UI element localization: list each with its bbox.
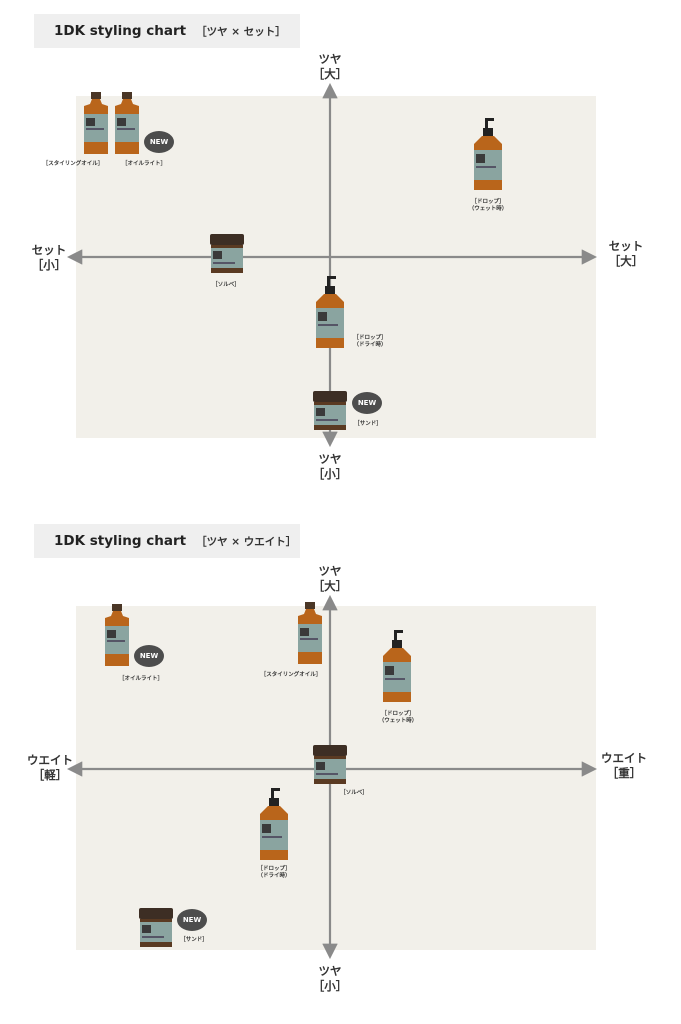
axis-label-left: セット［小］ <box>31 243 67 272</box>
product-solve <box>209 234 245 274</box>
product-label-sand: ［サンド］ <box>354 421 382 427</box>
product-label-solve: ［ソルベ］ <box>340 790 368 796</box>
product-label-styling-oil: ［スタイリングオイル］ <box>260 672 322 678</box>
chart-panel-2: 1DK styling chart ［ツヤ × ウエイト］ ツヤ［大］ ツヤ［小… <box>0 512 681 1024</box>
product-label-solve: ［ソルベ］ <box>212 282 240 288</box>
product-label-styling-oil: ［スタイリングオイル］ <box>42 161 104 167</box>
chart-title-box: 1DK styling chart ［ツヤ × セット］ <box>34 14 300 48</box>
product-drop-wet <box>381 630 413 704</box>
pump-bottle-icon <box>316 276 344 348</box>
product-drop-wet <box>472 118 504 192</box>
product-drop-dry <box>314 276 346 350</box>
new-badge: NEW <box>352 392 382 414</box>
product-label-drop-dry: ［ドロップ］（ドライ時） <box>353 335 387 348</box>
new-badge: NEW <box>177 909 207 931</box>
product-label-drop-wet: ［ドロップ］（ウェット時） <box>468 199 508 212</box>
product-label-oil-light: ［オイルライト］ <box>118 676 163 682</box>
axis-label-top: ツヤ［大］ <box>312 564 348 593</box>
axis-label-right: セット［大］ <box>608 239 644 268</box>
axis-label-right: ウエイト［重］ <box>601 751 647 780</box>
chart-title-box: 1DK styling chart ［ツヤ × ウエイト］ <box>34 524 300 558</box>
pump-bottle-icon <box>474 118 502 190</box>
oil-bottle-icon <box>84 92 108 154</box>
chart-panel-1: 1DK styling chart ［ツヤ × セット］ ツヤ［大］ ツヤ［小］… <box>31 14 644 481</box>
chart-subtitle: ［ツヤ × ウエイト］ <box>196 535 297 548</box>
new-badge: NEW <box>134 645 164 667</box>
product-sand <box>138 908 174 948</box>
chart-title: 1DK styling chart <box>54 533 187 549</box>
axis-label-bottom: ツヤ［小］ <box>312 964 348 993</box>
jar-icon <box>313 391 347 430</box>
axis-label-left: ウエイト［軽］ <box>27 753 73 782</box>
jar-icon <box>139 908 173 947</box>
product-label-oil-light: ［オイルライト］ <box>121 161 166 167</box>
product-styling-oil <box>296 602 324 666</box>
product-oil-light <box>113 92 141 156</box>
oil-bottle-icon <box>298 602 322 664</box>
oil-bottle-icon <box>115 92 139 154</box>
product-styling-oil <box>82 92 110 156</box>
product-label-sand: ［サンド］ <box>180 937 208 943</box>
axis-label-bottom: ツヤ［小］ <box>312 452 348 481</box>
jar-icon <box>313 745 347 784</box>
new-badge: NEW <box>144 131 174 153</box>
axis-label-top: ツヤ［大］ <box>312 52 348 81</box>
jar-icon <box>210 234 244 273</box>
chart-title: 1DK styling chart <box>54 23 187 39</box>
product-drop-dry <box>258 788 290 862</box>
pump-bottle-icon <box>260 788 288 860</box>
pump-bottle-icon <box>383 630 411 702</box>
product-label-drop-dry: ［ドロップ］（ドライ時） <box>257 866 291 879</box>
product-solve <box>312 745 348 785</box>
chart-subtitle: ［ツヤ × セット］ <box>196 25 286 38</box>
axes <box>66 82 598 448</box>
product-oil-light <box>103 604 131 668</box>
product-sand <box>312 391 348 431</box>
oil-bottle-icon <box>105 604 129 666</box>
product-label-drop-wet: ［ドロップ］（ウェット時） <box>378 711 418 724</box>
